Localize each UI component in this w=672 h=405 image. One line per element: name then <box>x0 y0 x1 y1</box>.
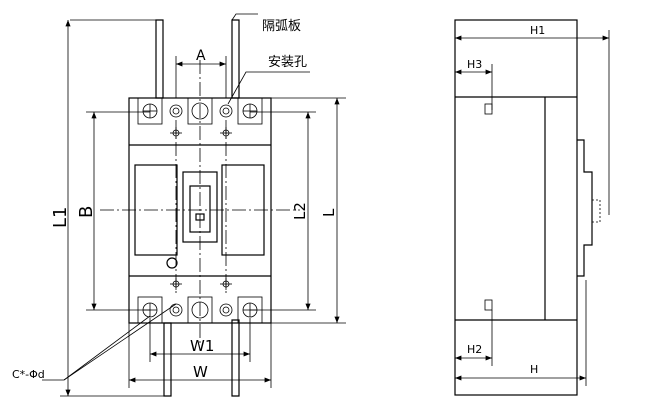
handle-side <box>591 199 601 223</box>
side-body-outline <box>454 19 578 396</box>
label-h1: H1 <box>530 24 545 37</box>
label-h3: H3 <box>467 58 482 71</box>
label-w: W <box>193 363 208 381</box>
arc-barrier-leader <box>231 13 258 21</box>
arc-barrier-bottom-left <box>163 322 172 397</box>
mounting-hole-label: 安装孔 <box>268 55 307 70</box>
arc-barrier-label: 隔弧板 <box>262 19 301 34</box>
front-protrusion <box>577 139 593 277</box>
mount-screw-bottom <box>484 299 493 311</box>
mounting-hole-marks-bottom <box>170 278 232 290</box>
indicator-dot <box>166 257 178 269</box>
hole-spec-leader <box>42 303 177 381</box>
label-h2: H2 <box>467 343 482 356</box>
top-terminals <box>137 97 263 125</box>
mounting-hole-leader <box>227 71 310 105</box>
label-l2: L2 <box>291 202 309 220</box>
hole-spec-label: C*-Φd <box>12 368 45 381</box>
label-l: L <box>320 208 338 217</box>
arc-barrier-bottom-right <box>231 319 240 397</box>
terminal-box <box>187 97 213 125</box>
label-a: A <box>196 48 206 64</box>
label-l1: L1 <box>50 207 71 228</box>
label-h: H <box>530 363 538 376</box>
terminal-box <box>137 97 163 125</box>
arc-barrier-top-left <box>155 19 164 99</box>
mounting-hole-marks-top <box>170 127 232 139</box>
terminal-box <box>237 97 263 125</box>
label-w1: W1 <box>190 337 214 355</box>
front-view: 隔弧板 安装孔 A L1 B L2 L W1 W C*-Φd <box>12 13 346 397</box>
side-view: H1 H3 H2 H <box>454 19 610 396</box>
mount-screw-top <box>484 103 493 115</box>
arc-barrier-top-right <box>231 19 240 99</box>
label-b: B <box>76 206 97 218</box>
